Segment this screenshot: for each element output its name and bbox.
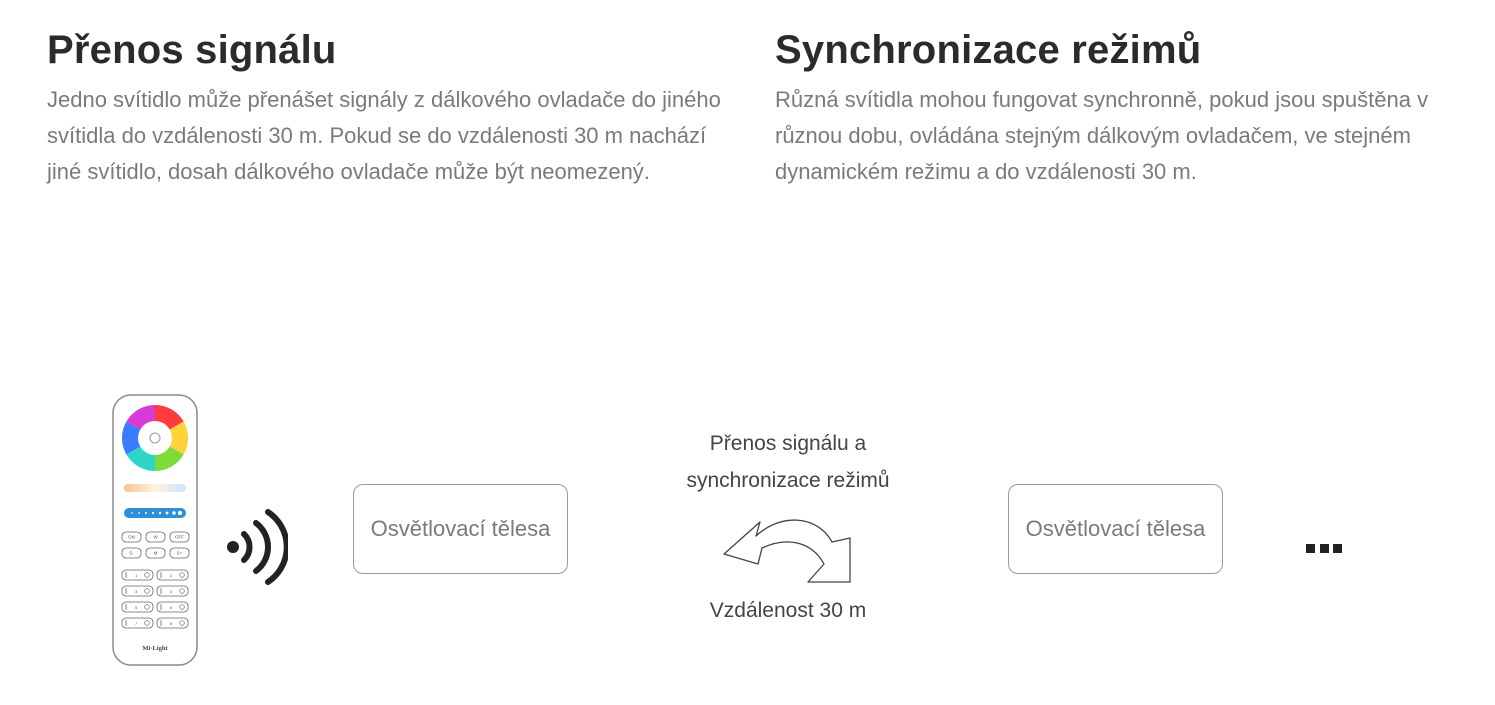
svg-text:3: 3 [135,589,138,594]
svg-text:7: 7 [135,621,138,626]
svg-text:W: W [153,535,158,540]
wireless-signal-icon [226,508,290,586]
section-signal-transmission: Přenos signálu Jedno svítidlo může přená… [47,28,737,190]
section-title: Synchronizace režimů [775,28,1202,72]
transfer-sync-label-line1: Přenos signálu a [709,432,867,455]
section-text: Různá svítidla mohou fungovat synchronně… [775,87,1429,184]
section-title: Přenos signálu [47,28,337,72]
lighting-fixtures-box: Osvětlovací tělesa [1008,484,1223,574]
svg-text:ON: ON [128,535,135,540]
svg-text:4: 4 [170,589,173,594]
svg-text:S+: S+ [177,551,183,556]
ellipsis-icon [1306,544,1342,554]
svg-text:1: 1 [135,573,138,578]
section-mode-sync: Synchronizace režimů Různá svítidla moho… [775,28,1475,190]
svg-text:M: M [154,551,158,556]
distance-label: Vzdálenost 30 m [709,599,867,622]
svg-text:5: 5 [135,605,138,610]
svg-text:2: 2 [170,573,173,578]
transfer-sync-label-line2: synchronizace režimů [686,469,890,492]
svg-text:8: 8 [170,621,173,626]
curved-arrow-icon [720,508,856,586]
svg-text:Mi·Light: Mi·Light [142,645,168,652]
svg-text:S-: S- [129,551,134,556]
remote-control-icon: ON W OFF S- M S+ 1 2 3 4 5 6 7 8 Mi·Light [112,394,198,666]
section-text: Jedno svítidlo může přenášet signály z d… [47,87,721,184]
svg-text:6: 6 [170,605,173,610]
lighting-fixtures-box: Osvětlovací tělesa [353,484,568,574]
transfer-sync-label: Přenos signálu a synchronizace režimů [658,425,918,499]
svg-text:OFF: OFF [175,535,184,540]
